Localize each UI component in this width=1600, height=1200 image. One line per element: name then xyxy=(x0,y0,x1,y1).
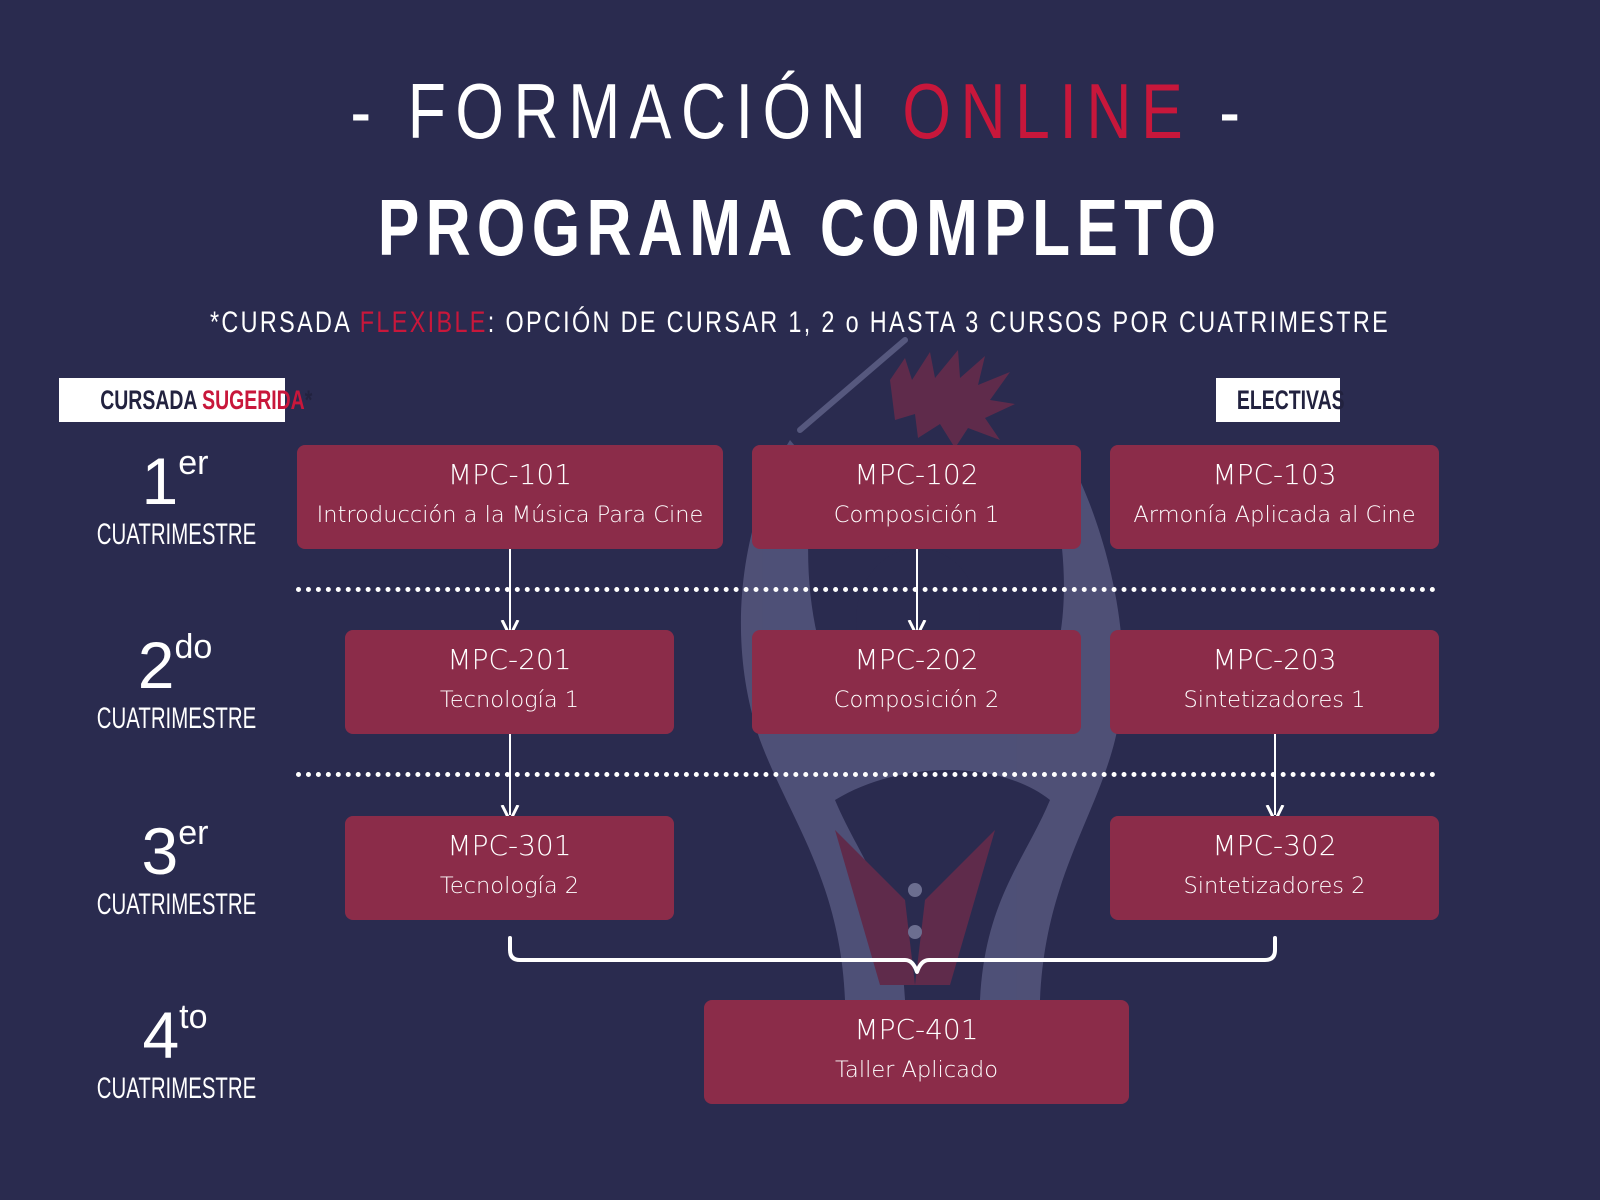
course-name: Sintetizadores 2 xyxy=(1110,870,1439,902)
course-name: Taller Aplicado xyxy=(704,1054,1129,1086)
course-mpc-202: MPC-202 Composición 2 xyxy=(752,630,1081,734)
course-mpc-102: MPC-102 Composición 1 xyxy=(752,445,1081,549)
course-name: Composición 1 xyxy=(752,499,1081,531)
course-mpc-101: MPC-101 Introducción a la Música Para Ci… xyxy=(297,445,723,549)
course-name: Armonía Aplicada al Cine xyxy=(1110,499,1439,531)
course-mpc-302: MPC-302 Sintetizadores 2 xyxy=(1110,816,1439,920)
course-code: MPC-102 xyxy=(752,457,1081,493)
course-name: Tecnología 1 xyxy=(345,684,674,716)
course-code: MPC-401 xyxy=(704,1012,1129,1048)
course-mpc-301: MPC-301 Tecnología 2 xyxy=(345,816,674,920)
course-code: MPC-103 xyxy=(1110,457,1439,493)
course-name: Sintetizadores 1 xyxy=(1110,684,1439,716)
course-name: Introducción a la Música Para Cine xyxy=(297,499,723,531)
course-name: Tecnología 2 xyxy=(345,870,674,902)
course-code: MPC-302 xyxy=(1110,828,1439,864)
course-mpc-401: MPC-401 Taller Aplicado xyxy=(704,1000,1129,1104)
course-mpc-201: MPC-201 Tecnología 1 xyxy=(345,630,674,734)
course-mpc-103: MPC-103 Armonía Aplicada al Cine xyxy=(1110,445,1439,549)
course-code: MPC-203 xyxy=(1110,642,1439,678)
course-code: MPC-301 xyxy=(345,828,674,864)
course-code: MPC-202 xyxy=(752,642,1081,678)
curly-brace xyxy=(510,938,1275,972)
course-mpc-203: MPC-203 Sintetizadores 1 xyxy=(1110,630,1439,734)
course-code: MPC-101 xyxy=(297,457,723,493)
course-name: Composición 2 xyxy=(752,684,1081,716)
course-code: MPC-201 xyxy=(345,642,674,678)
